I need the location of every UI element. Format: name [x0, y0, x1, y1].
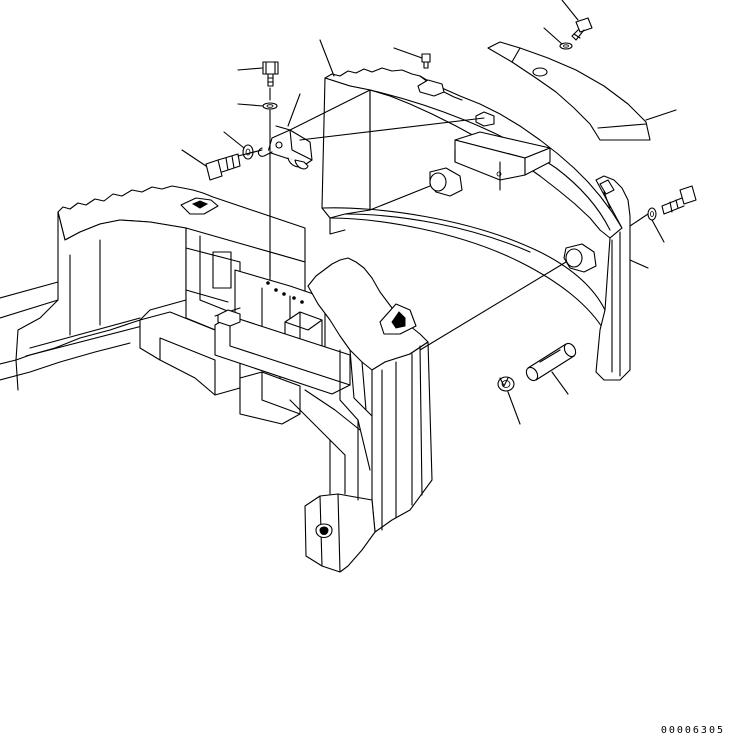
- bolt-right: [661, 185, 697, 215]
- bolt-horizontal-left: [205, 153, 241, 181]
- washer-top-left: [262, 102, 278, 110]
- pin: [525, 342, 577, 382]
- revolving-frame: [0, 185, 361, 456]
- drawing-reference-number: 00006305: [660, 725, 725, 736]
- cover-plate: [487, 41, 651, 141]
- bolt-top-right: [571, 17, 593, 41]
- small-bolt-cap: [421, 53, 431, 69]
- bracket-assembly: [257, 89, 485, 170]
- retaining-ring: [497, 376, 515, 392]
- leader-lines: [181, 0, 677, 425]
- washer-top-right: [559, 42, 573, 50]
- bolt-top-left: [262, 61, 279, 87]
- washer-right: [647, 207, 657, 221]
- lockwasher-left: [242, 144, 254, 160]
- counterweight: [321, 67, 631, 381]
- side-frame-member: [304, 257, 433, 573]
